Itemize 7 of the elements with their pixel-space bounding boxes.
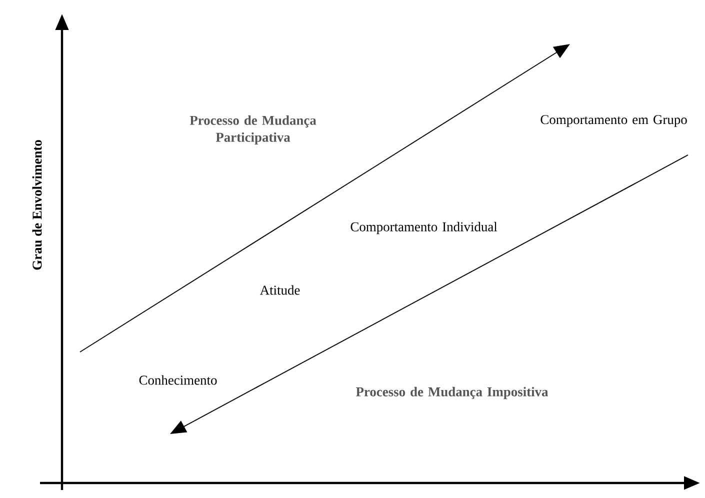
process-label: Processo de Mudança Impositiva [356, 386, 548, 400]
stage-label: Comportamento Individual [350, 222, 498, 234]
stage-label: Atitude [260, 285, 300, 295]
axis-label: Grau de Envolvimento [32, 140, 42, 270]
stage-label: Comportamento em Grupo [540, 115, 687, 127]
process-label: Processo de Mudança Participativa [190, 115, 316, 145]
stage-label: Conhecimento [139, 375, 217, 385]
